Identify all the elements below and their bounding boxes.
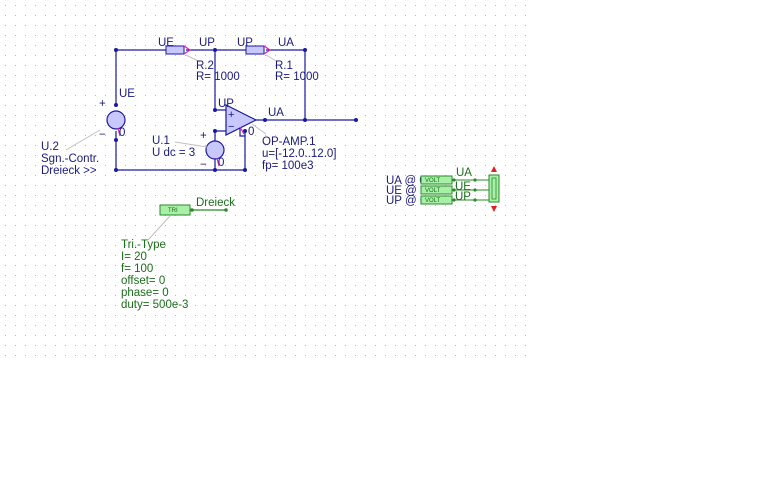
u1-value: U dc = 3 [152, 147, 195, 159]
arrow-down-icon [491, 206, 497, 212]
triangle-generator[interactable] [147, 204, 228, 241]
voltmeter-label: UA @ 0 [386, 175, 426, 187]
voltmeter-tag: UE [455, 181, 471, 193]
u2-line3: Dreieck >> [41, 165, 97, 177]
node-label-ua-mid: UA [268, 107, 284, 119]
voltage-source-u2[interactable] [65, 110, 126, 151]
voltmeter-box-text: VOLT [425, 178, 441, 184]
u2-plus: + [99, 98, 106, 110]
voltage-source-u1[interactable] [174, 140, 225, 167]
opamp-minus: − [228, 121, 234, 133]
wire-opamp-gnd [239, 128, 245, 137]
voltmeter-tag: UA [456, 167, 472, 179]
voltmeter-pin [452, 178, 456, 182]
u2-minus: − [99, 129, 106, 141]
voltmeter-label: UE @ 0 [386, 185, 426, 197]
node-label-ue-top: UE [158, 37, 174, 49]
node-label-ua-top: UA [278, 37, 294, 49]
node-label-up-mid: UP [218, 98, 234, 110]
voltmeter-pin [473, 198, 477, 202]
generator-param: phase= 0 [121, 287, 169, 299]
junctions [114, 48, 358, 172]
generator-param: Tri.-Type [121, 239, 166, 251]
op-amp[interactable] [225, 104, 267, 136]
u1-name: U.1 [152, 135, 170, 147]
u1-minus: − [200, 159, 207, 171]
u2-zero: 0 [119, 127, 125, 139]
resistor-r2[interactable] [165, 45, 201, 63]
u2-name: U.2 [41, 141, 59, 153]
voltmeter-pin [473, 178, 477, 182]
r2-name: R.2 [196, 60, 214, 72]
opamp-fp: fp= 100e3 [262, 160, 313, 172]
voltmeter-tag: UP [455, 191, 471, 203]
generator-output-label: Dreieck [196, 197, 235, 209]
generator-param: offset= 0 [121, 275, 165, 287]
node-label-ue-mid: UE [119, 88, 135, 100]
voltmeter-pin [473, 188, 477, 192]
u1-plus: + [200, 130, 207, 142]
node-label-up-top2: UP [237, 37, 253, 49]
opamp-range: u=[-12.0..12.0] [262, 148, 337, 160]
generator-param: duty= 500e-3 [121, 299, 188, 311]
opamp-zero: 0 [248, 126, 254, 138]
generator-param: f= 100 [121, 263, 153, 275]
generator-param: I= 20 [121, 251, 147, 263]
arrow-up-icon [491, 166, 497, 172]
u1-zero: 0 [218, 157, 224, 169]
voltmeter-box-text: VOLT [425, 188, 441, 194]
voltmeter-label: UP @ 0 [386, 195, 426, 207]
u2-line2: Sgn.-Contr. [41, 153, 99, 165]
node-label-up-top1: UP [199, 37, 215, 49]
r1-name: R.1 [275, 60, 293, 72]
voltmeter-box-text: VOLT [425, 198, 441, 204]
voltmeter-pin [452, 198, 456, 202]
resistor-r1[interactable] [245, 45, 279, 63]
r2-value: R= 1000 [196, 71, 240, 83]
scope-block[interactable] [488, 166, 500, 212]
opamp-plus: + [228, 109, 234, 121]
generator-box-text: TRI [168, 208, 178, 214]
opamp-name: OP-AMP.1 [262, 136, 315, 148]
voltmeter-pin [452, 188, 456, 192]
r1-value: R= 1000 [275, 71, 319, 83]
